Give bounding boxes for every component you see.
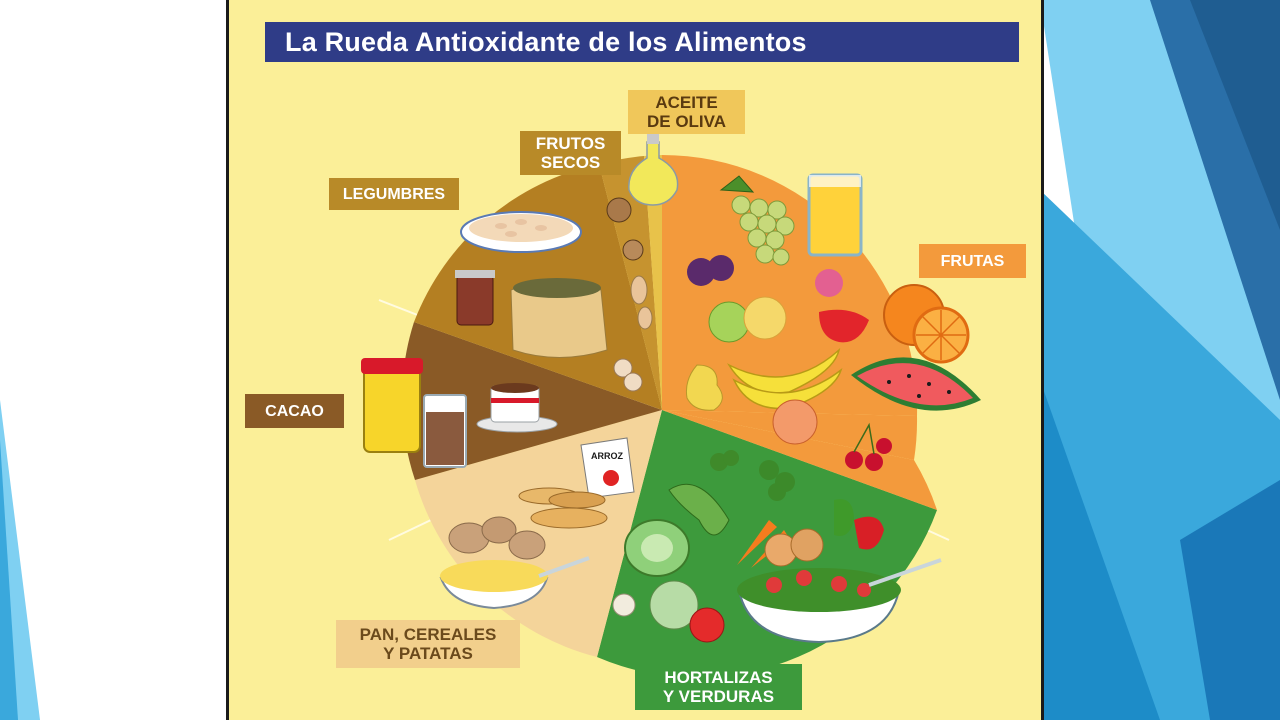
grapes-icon	[719, 175, 795, 266]
sector-frutas	[662, 155, 918, 416]
label-aceite-de-oliva: ACEITE DE OLIVA	[628, 90, 745, 134]
sector-hortalizas-fill	[662, 410, 937, 510]
label-pan-line2: Y PATATAS	[383, 644, 473, 663]
apple-icon	[708, 296, 787, 343]
garlic-icon	[612, 593, 636, 617]
label-frutas-line1: FRUTAS	[940, 252, 1005, 270]
tomato-icon	[689, 607, 725, 643]
parsley-icon	[759, 460, 795, 501]
sector-aceite	[644, 155, 662, 410]
label-frutos-secos-line1: FRUTOS	[535, 134, 606, 153]
label-pan-line1: PAN, CEREALES	[359, 625, 497, 644]
blackberry-icon	[687, 255, 734, 286]
salad-bowl-icon	[737, 558, 942, 644]
label-hortalizas-verduras: HORTALIZAS Y VERDURAS	[635, 664, 802, 710]
watermelon-icon	[851, 357, 981, 411]
label-hortalizas-line2: Y VERDURAS	[662, 687, 775, 706]
potato-icon	[448, 516, 546, 560]
antioxidant-wheel-figure: ARROZ	[226, 0, 1044, 720]
label-hortalizas-line1: HORTALIZAS	[664, 668, 773, 687]
food-wheel: ARROZ	[361, 134, 981, 678]
label-frutas: FRUTAS	[919, 244, 1026, 278]
cocoa-cup-icon	[476, 383, 558, 433]
cocoa-glass-icon	[423, 394, 467, 468]
strawberry-icon	[819, 309, 869, 343]
broccoli-icon	[710, 450, 739, 471]
label-aceite-line2: DE OLIVA	[646, 112, 727, 131]
label-pan-cereales-patatas: PAN, CEREALES Y PATATAS	[336, 620, 520, 668]
page-title: La Rueda Antioxidante de los Alimentos	[285, 26, 807, 57]
beans-bowl-icon	[460, 211, 582, 253]
raspberry-icon	[815, 269, 843, 297]
bean-jar-icon	[455, 270, 495, 326]
pasta-bowl-icon	[439, 556, 590, 610]
label-frutos-secos: FRUTOS SECOS	[520, 131, 621, 175]
label-legumbres: LEGUMBRES	[329, 178, 459, 210]
hazelnut-icon	[613, 358, 643, 392]
pear-icon	[686, 364, 723, 411]
peanut-icon	[630, 275, 653, 330]
title-bar: La Rueda Antioxidante de los Alimentos	[265, 22, 1019, 62]
rice-bag-label: ARROZ	[591, 451, 623, 461]
cocoa-jar-icon	[361, 358, 423, 453]
lentil-sack-icon	[510, 278, 608, 358]
label-cacao: CACAO	[245, 394, 344, 428]
cherries-icon	[845, 422, 892, 471]
orange-icon	[883, 284, 970, 364]
banana-icon	[727, 347, 843, 410]
pepper-icon	[834, 499, 884, 550]
olive-oil-bottle-icon	[628, 134, 679, 206]
cabbage-icon	[649, 580, 699, 630]
rice-bag-icon: ARROZ	[580, 437, 635, 499]
onion-icon	[764, 528, 824, 567]
label-cacao-line1: CACAO	[265, 402, 324, 420]
label-frutos-secos-line2: SECOS	[540, 153, 601, 172]
lettuce-icon	[624, 519, 690, 577]
walnut-icon	[606, 197, 644, 261]
peach-icon	[772, 399, 818, 445]
label-aceite-line1: ACEITE	[655, 93, 718, 112]
orange-juice-icon	[807, 173, 863, 257]
leafy-greens-icon	[668, 483, 730, 536]
bread-icon	[518, 487, 608, 529]
label-legumbres-line1: LEGUMBRES	[342, 185, 446, 203]
